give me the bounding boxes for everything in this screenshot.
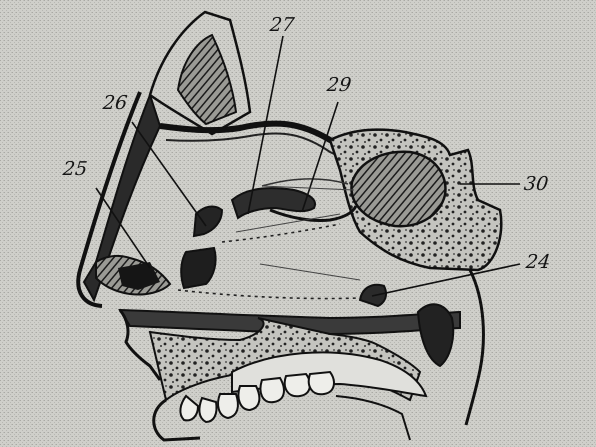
label-25: 25	[62, 160, 88, 179]
label-30: 30	[523, 175, 549, 194]
sphenoid-sinus	[351, 152, 445, 226]
label-24: 24	[525, 253, 551, 272]
label-29: 29	[326, 76, 352, 95]
label-26: 26	[102, 94, 128, 113]
label-27: 27	[269, 16, 295, 35]
